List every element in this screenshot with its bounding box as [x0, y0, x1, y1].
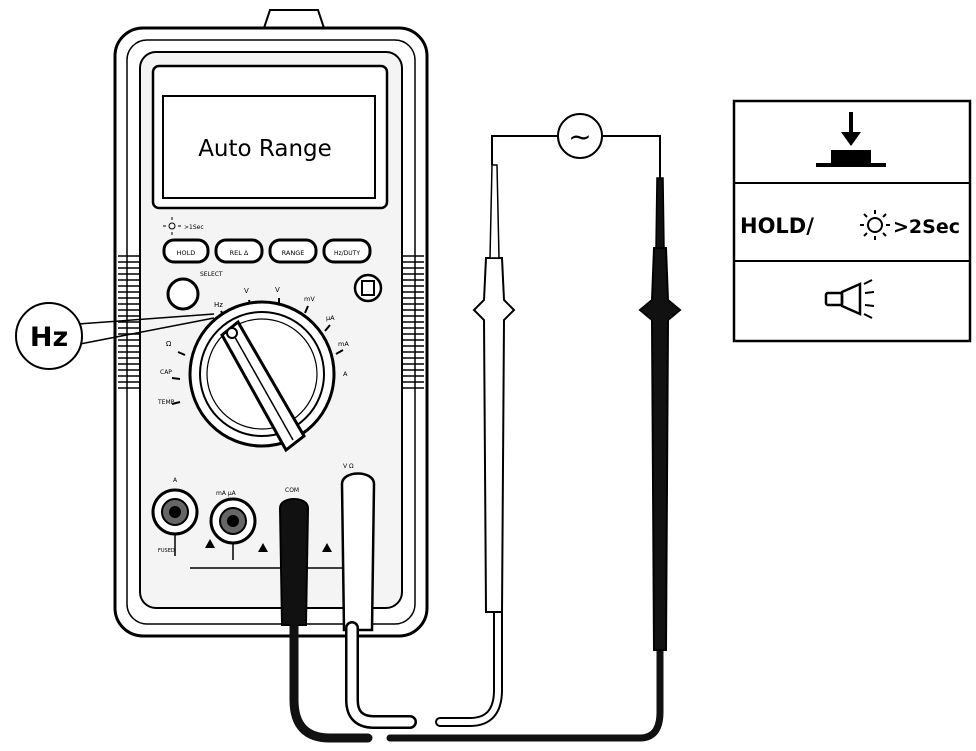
hz-callout-circle [15, 302, 83, 370]
warning-icon [258, 543, 268, 552]
select-label: SELECT [200, 271, 223, 278]
lcd-screen [162, 95, 376, 199]
dial-mark-ua: μA [326, 314, 335, 322]
dial-mark-v-dc: V [275, 286, 280, 294]
rel-button[interactable] [214, 238, 264, 264]
rel-button-label: REL Δ [230, 249, 249, 257]
hz-duty-button[interactable] [322, 238, 372, 264]
left-grip [118, 255, 140, 389]
rotary-dial[interactable] [188, 300, 336, 453]
terminal-label-v-ohm: V Ω [343, 463, 354, 470]
black-plug [278, 498, 310, 626]
terminal-label-a: A [173, 477, 178, 484]
dial-mark-temp: TEMP [157, 399, 175, 406]
operation-legend: HOLD/ >2Sec [732, 99, 972, 343]
meter-buttons: HOLD REL Δ RANGE Hz/DUTY [162, 238, 372, 264]
hz-callout: Hz [15, 302, 215, 370]
input-terminals: A mA μA COM V Ω FUSED [151, 463, 354, 569]
right-grip [402, 255, 424, 389]
dial-mark-cap: CAP [160, 369, 172, 376]
dial-mark-hz: Hz [214, 301, 223, 309]
flashlight-button[interactable] [353, 273, 383, 303]
dial-mark-ohm: Ω [166, 340, 172, 348]
hz-callout-text: Hz [30, 322, 68, 353]
hold-button-label: HOLD [177, 249, 196, 257]
dial-marks: Hz V V mV μA mA A Ω CAP TEMP [157, 286, 349, 406]
backlight-hint: >1Sec [163, 217, 204, 235]
dial-mark-ma: mA [338, 340, 349, 348]
dial-indicator-dot [226, 327, 238, 339]
fuse-label: FUSED [158, 548, 175, 554]
select-button[interactable] [166, 277, 200, 311]
dial-mark-mv: mV [304, 295, 315, 303]
backlight-hint-text: >1Sec [184, 224, 204, 231]
terminal-label-ma: mA μA [216, 490, 237, 497]
legend-time-text: >2Sec [893, 216, 960, 238]
hz-duty-button-label: Hz/DUTY [334, 250, 360, 257]
legend-frame [732, 99, 972, 343]
meter-top-clip [262, 9, 326, 29]
backlight-sun-icon [860, 210, 890, 240]
legend-hold-text: HOLD/ [740, 214, 814, 238]
flashlight-button-icon [361, 280, 375, 296]
terminal-label-com: COM [285, 487, 299, 494]
meter-holster-inner-line [126, 39, 416, 625]
multimeter: Auto Range >1Sec HOLD REL Δ RANGE Hz/DUT… [113, 9, 429, 638]
black-probe [638, 247, 682, 651]
ac-source-circle [557, 113, 603, 159]
black-probe-tip [655, 177, 665, 249]
white-test-lead [340, 164, 516, 729]
ac-source-symbol: ~ [568, 120, 591, 153]
white-probe-tip [489, 164, 500, 259]
range-button-label: RANGE [282, 249, 305, 257]
white-probe [472, 257, 516, 613]
ac-source: ~ [491, 113, 661, 178]
dial-mark-v-ac: V [244, 287, 249, 295]
dial-mark-a: A [343, 370, 348, 378]
white-plug [340, 472, 376, 632]
warning-icon [205, 539, 215, 548]
flashlight-icon [824, 279, 875, 319]
black-test-lead [278, 177, 682, 743]
range-button[interactable] [268, 238, 318, 264]
warning-icon [322, 543, 332, 552]
press-icon [816, 112, 886, 167]
hold-button[interactable] [162, 238, 210, 264]
display-text: Auto Range [198, 136, 332, 162]
